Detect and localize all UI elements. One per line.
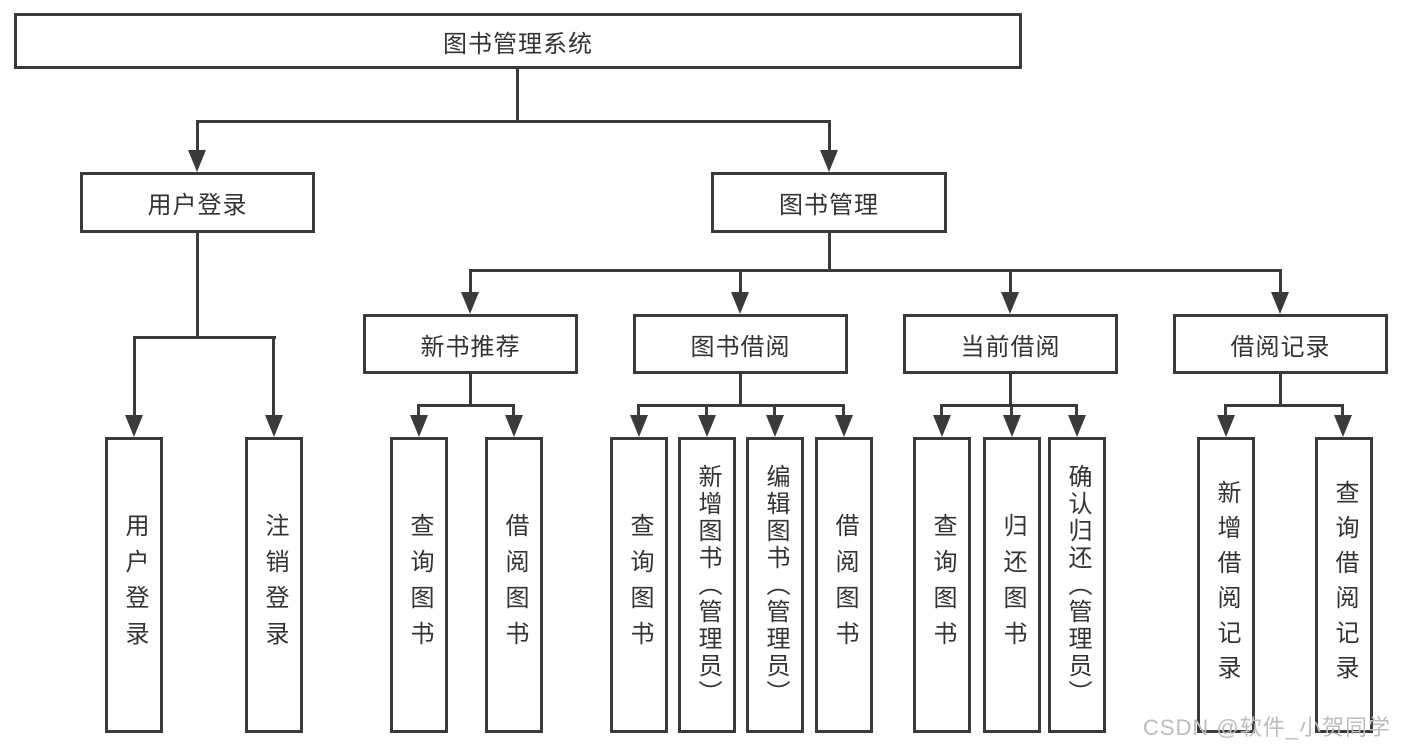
connector-to-leaf — [1341, 404, 1344, 417]
leaf-label: 查询图书 — [406, 513, 433, 657]
leaf-query-books: 查询图书 — [610, 437, 668, 733]
leaf-label: 用户登录 — [121, 513, 148, 657]
connector-to-leaf — [133, 336, 136, 417]
node-borrow-records-label: 借阅记录 — [1230, 333, 1331, 361]
arrow-down-icon — [933, 415, 951, 437]
arrow-down-icon — [835, 415, 853, 437]
node-book-borrow: 图书借阅 — [633, 314, 848, 374]
connector-g4-stem — [1009, 374, 1012, 406]
leaf-label: 注销登录 — [261, 513, 288, 657]
csdn-watermark: CSDN @软件_小贺同学 — [1142, 715, 1391, 740]
connector-to-borrow-records — [1279, 269, 1282, 295]
arrow-down-icon — [188, 150, 206, 172]
leaf-label: 归还图书 — [999, 513, 1026, 657]
leaf-add-borrow-record: 新增借阅记录 — [1197, 437, 1255, 733]
leaf-borrow-books: 借阅图书 — [815, 437, 873, 733]
leaf-label: 查询图书 — [626, 513, 653, 657]
connector-to-current-borrow — [1009, 269, 1012, 295]
connector-g5-stem — [1279, 374, 1282, 406]
leaf-logout: 注销登录 — [245, 437, 303, 733]
arrow-down-icon — [505, 415, 523, 437]
node-new-book-recommend-label: 新书推荐 — [420, 333, 521, 361]
node-root: 图书管理系统 — [14, 13, 1022, 69]
node-current-borrow: 当前借阅 — [903, 314, 1118, 374]
connector-to-leaf — [705, 404, 708, 417]
arrow-down-icon — [1271, 292, 1289, 314]
arrow-down-icon — [1068, 415, 1086, 437]
arrow-down-icon — [630, 415, 648, 437]
connector-to-leaf — [773, 404, 776, 417]
arrow-down-icon — [1003, 415, 1021, 437]
connector-to-leaf — [940, 404, 943, 417]
node-root-label: 图书管理系统 — [443, 30, 593, 58]
leaf-label: 借阅图书 — [831, 513, 858, 657]
leaf-borrow-books: 借阅图书 — [485, 437, 543, 733]
leaf-confirm-return-admin: 确认归还（管理员） — [1048, 437, 1106, 733]
connector-to-leaf — [637, 404, 640, 417]
node-current-borrow-label: 当前借阅 — [960, 333, 1061, 361]
connector-to-leaf — [1075, 404, 1078, 417]
connector-to-book-borrow — [739, 269, 742, 295]
arrow-down-icon — [410, 415, 428, 437]
arrow-down-icon — [820, 150, 838, 172]
leaf-label: 借阅图书 — [501, 513, 528, 657]
connector-g2-split — [417, 404, 515, 407]
leaf-label: 新增图书（管理员） — [694, 463, 721, 707]
connector-login-split — [133, 336, 276, 339]
arrow-down-icon — [731, 292, 749, 314]
leaf-query-books: 查询图书 — [913, 437, 971, 733]
connector-to-new-book — [469, 269, 472, 295]
connector-to-leaf — [512, 404, 515, 417]
node-book-borrow-label: 图书借阅 — [690, 333, 791, 361]
connector-g5-split — [1224, 404, 1344, 407]
connector-to-user-login — [196, 120, 199, 151]
arrow-down-icon — [698, 415, 716, 437]
arrow-down-icon — [1001, 292, 1019, 314]
leaf-edit-books-admin: 编辑图书（管理员） — [746, 437, 804, 733]
connector-mgmt-split — [469, 269, 1282, 272]
connector-root-split — [196, 120, 831, 123]
connector-login-stem — [196, 233, 199, 337]
arrow-down-icon — [766, 415, 784, 437]
leaf-return-books: 归还图书 — [983, 437, 1041, 733]
leaf-label: 确认归还（管理员） — [1064, 463, 1091, 707]
leaf-label: 编辑图书（管理员） — [762, 463, 789, 707]
leaf-query-books: 查询图书 — [390, 437, 448, 733]
arrow-down-icon — [461, 292, 479, 314]
connector-mgmt-stem — [828, 233, 831, 271]
node-book-management-label: 图书管理 — [779, 192, 879, 219]
node-new-book-recommend: 新书推荐 — [363, 314, 578, 374]
leaf-user-login: 用户登录 — [105, 437, 163, 733]
leaf-add-books-admin: 新增图书（管理员） — [678, 437, 736, 733]
connector-g3-stem — [739, 374, 742, 406]
connector-to-leaf — [1010, 404, 1013, 417]
node-borrow-records: 借阅记录 — [1173, 314, 1388, 374]
arrow-down-icon — [265, 415, 283, 437]
arrow-down-icon — [1334, 415, 1352, 437]
arrow-down-icon — [1217, 415, 1235, 437]
connector-to-leaf — [1224, 404, 1227, 417]
leaf-label: 新增借阅记录 — [1213, 480, 1240, 690]
node-user-login-label: 用户登录 — [147, 192, 248, 219]
connector-g2-stem — [469, 374, 472, 406]
connector-to-leaf — [417, 404, 420, 417]
node-book-management: 图书管理 — [711, 172, 947, 233]
connector-root-stem — [516, 69, 519, 121]
leaf-query-borrow-record: 查询借阅记录 — [1315, 437, 1373, 733]
leaf-label: 查询图书 — [929, 513, 956, 657]
connector-g3-split — [637, 404, 844, 407]
connector-to-book-mgmt — [828, 120, 831, 151]
connector-to-leaf — [842, 404, 845, 417]
node-user-login: 用户登录 — [80, 172, 315, 233]
connector-to-leaf — [272, 336, 275, 417]
arrow-down-icon — [125, 415, 143, 437]
leaf-label: 查询借阅记录 — [1331, 480, 1358, 690]
connector-g4-split — [940, 404, 1077, 407]
